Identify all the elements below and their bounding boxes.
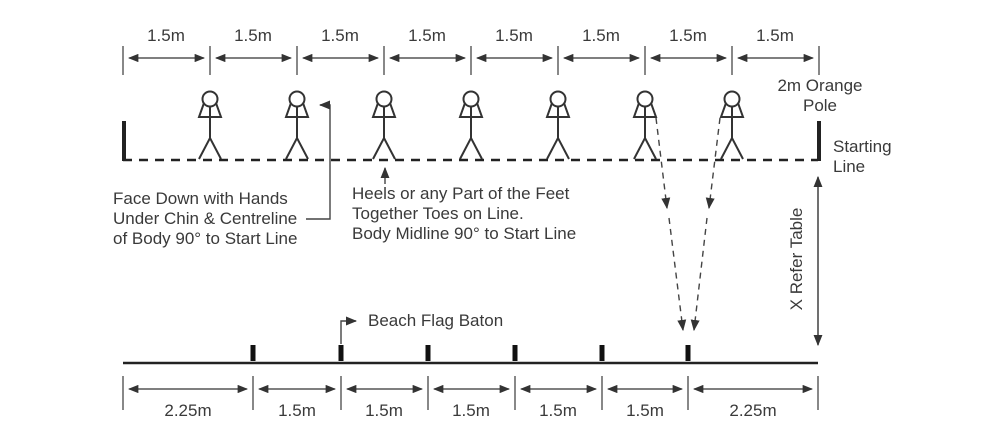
- starting-line-label: Starting Line: [833, 137, 892, 176]
- bottom-dimension-label: 1.5m: [452, 401, 490, 420]
- orange-pole-label: 2m Orange Pole: [777, 76, 863, 115]
- competitor-figure: [546, 90, 570, 160]
- bottom-dimension-label: 1.5m: [539, 401, 577, 420]
- heels-note: Heels or any Part of the Feet Together T…: [352, 184, 577, 243]
- baton-label: Beach Flag Baton: [368, 311, 504, 330]
- top-dimension-label: 1.5m: [321, 26, 359, 45]
- competitor-figure: [285, 90, 309, 160]
- top-dimension-label: 1.5m: [669, 26, 707, 45]
- top-dimension-label: 1.5m: [756, 26, 794, 45]
- top-dimension-label: 1.5m: [582, 26, 620, 45]
- competitor-figure: [372, 90, 396, 160]
- competitor-figure: [633, 90, 657, 160]
- flag-batons: [250, 345, 691, 361]
- bottom-dimension-label: 2.25m: [729, 401, 777, 420]
- competitor-figure: [720, 90, 744, 160]
- face-down-callout-arrow: [306, 100, 331, 220]
- face-down-note: Face Down with Hands Under Chin & Centre…: [113, 189, 298, 248]
- competitor-figure: [198, 90, 222, 160]
- bottom-dimension-label: 1.5m: [365, 401, 403, 420]
- competitors: [198, 90, 744, 160]
- bottom-dimension-label: 2.25m: [164, 401, 212, 420]
- competitor-figure: [459, 90, 483, 160]
- bottom-dimension-ticks: [122, 376, 819, 410]
- bottom-dimension-label: 1.5m: [278, 401, 316, 420]
- run-path-arrows: [655, 117, 721, 332]
- top-dimension-label: 1.5m: [408, 26, 446, 45]
- top-dimension-label: 1.5m: [234, 26, 272, 45]
- bottom-dimension-label: 1.5m: [626, 401, 664, 420]
- top-dimension-label: 1.5m: [147, 26, 185, 45]
- baton-callout-arrow: [340, 316, 358, 344]
- refer-table-label: X Refer Table: [787, 207, 806, 311]
- top-dimension-ticks: [122, 46, 820, 75]
- top-dimension-label: 1.5m: [495, 26, 533, 45]
